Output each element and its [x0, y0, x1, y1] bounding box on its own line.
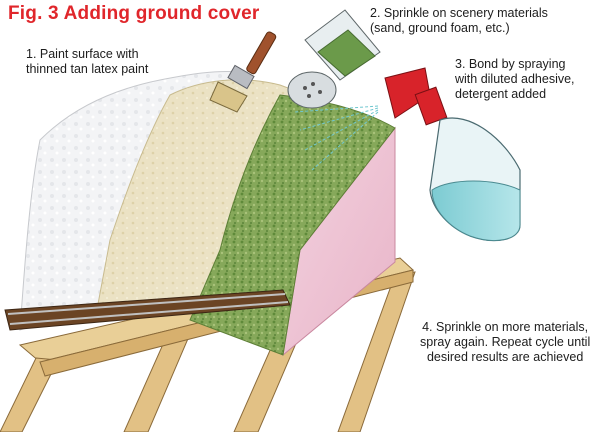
step-1-line-1: 1. Paint surface with — [26, 47, 139, 61]
step-3-line-1: 3. Bond by spraying — [455, 57, 566, 71]
spray-mist — [294, 105, 379, 171]
step-3-label: 3. Bond by spraying with diluted adhesiv… — [455, 57, 575, 102]
model-railroad-track — [4, 289, 291, 331]
step-4-line-1: 4. Sprinkle on more materials, — [422, 320, 589, 334]
step-4-line-3: desired results are achieved — [426, 350, 584, 364]
spray-bottle-icon — [384, 67, 521, 242]
step-1-line-2: thinned tan latex paint — [26, 62, 149, 76]
step-2-label: 2. Sprinkle on scenery materials (sand, … — [370, 6, 548, 36]
shaker-jar-icon — [287, 9, 381, 109]
step-3-line-2: with diluted adhesive, — [455, 72, 575, 86]
step-1-label: 1. Paint surface with thinned tan latex … — [26, 47, 148, 77]
paintbrush-icon — [209, 31, 277, 113]
step-3-line-3: detergent added — [455, 87, 547, 101]
step-2-line-2: (sand, ground foam, etc.) — [370, 21, 510, 35]
step-2-line-1: 2. Sprinkle on scenery materials — [370, 6, 548, 20]
step-4-line-2: spray again. Repeat cycle until — [420, 335, 591, 349]
step-4-label: 4. Sprinkle on more materials, spray aga… — [420, 320, 590, 365]
figure-title: Fig. 3 Adding ground cover — [8, 3, 260, 24]
